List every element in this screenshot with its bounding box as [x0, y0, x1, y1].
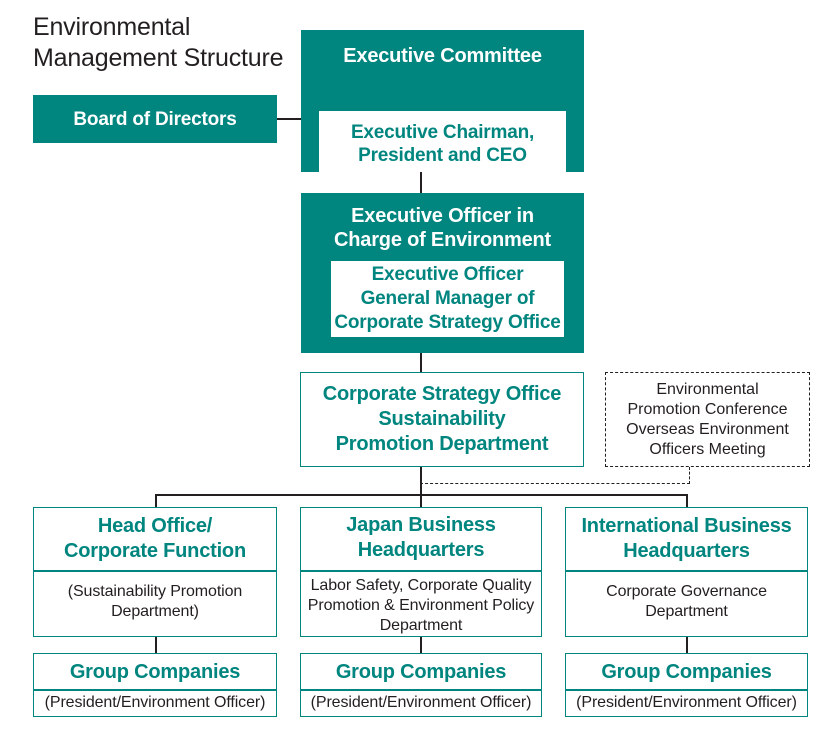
connector-dashed-conference-horizontal [420, 483, 690, 484]
executive-committee-inner-box[interactable]: Executive Chairman, President and CEO [319, 111, 566, 177]
node-corporate-strategy-office[interactable]: Corporate Strategy Office Sustainability… [300, 372, 584, 467]
node-executive-committee[interactable]: Executive Committee Executive Chairman, … [301, 30, 584, 177]
environmental-promotion-conference-line-4: Officers Meeting [649, 440, 766, 458]
head-office-divider [34, 570, 276, 572]
international-business-header-line-1: International Business [581, 515, 792, 537]
node-group-companies-international-business[interactable]: Group Companies (President/Environment O… [565, 653, 808, 717]
japan-business-detail: Labor Safety, Corporate Quality Promotio… [307, 577, 535, 634]
group-companies-international-business-divider [566, 689, 807, 691]
node-group-companies-head-office[interactable]: Group Companies (President/Environment O… [33, 653, 277, 717]
connector-drop-international-business [686, 494, 688, 509]
japan-business-divider [301, 570, 541, 572]
executive-officer-inner-line-3: Corporate Strategy Office [334, 312, 561, 333]
international-business-header-block: International Business Headquarters [566, 508, 807, 570]
executive-officer-inner-line-2: General Manager of [360, 288, 535, 309]
environmental-promotion-conference-line-3: Overseas Environment [626, 420, 789, 438]
group-companies-head-office-header: Group Companies [69, 660, 241, 683]
node-group-companies-japan-business[interactable]: Group Companies (President/Environment O… [300, 653, 542, 717]
page-title-line-1: Environmental [33, 13, 191, 41]
corporate-strategy-office-line-3: Promotion Department [335, 433, 549, 455]
group-companies-japan-business-divider [301, 689, 541, 691]
node-head-office-corporate-function[interactable]: Head Office/ Corporate Function (Sustain… [33, 507, 277, 637]
environmental-promotion-conference-line-2: Promotion Conference [627, 400, 788, 418]
executive-officer-header-line-2: Charge of Environment [334, 229, 551, 251]
node-japan-business-headquarters[interactable]: Japan Business Headquarters Labor Safety… [300, 507, 542, 637]
group-companies-head-office-divider [34, 689, 276, 691]
connector-drop-head-office [155, 494, 157, 509]
head-office-header-line-1: Head Office/ [97, 515, 213, 537]
japan-business-header-block: Japan Business Headquarters [301, 508, 541, 568]
node-international-business-headquarters[interactable]: International Business Headquarters Corp… [565, 507, 808, 637]
group-companies-japan-business-detail: (President/Environment Officer) [310, 694, 532, 711]
environmental-promotion-conference-line-1: Environmental [656, 380, 759, 398]
japan-business-header-line-2: Headquarters [357, 539, 485, 561]
connector-exec-committee-to-exec-officer [420, 172, 422, 193]
board-of-directors-label: Board of Directors [73, 108, 237, 130]
international-business-divider [566, 570, 807, 572]
corporate-strategy-office-line-2: Sustainability [378, 408, 506, 430]
executive-officer-inner-box-content[interactable]: Executive Officer General Manager of Cor… [331, 261, 564, 337]
node-board-of-directors[interactable]: Board of Directors [33, 95, 277, 143]
head-office-detail: (Sustainability Promotion Department) [67, 583, 243, 620]
head-office-header-line-2: Corporate Function [64, 540, 246, 562]
group-companies-international-business-header: Group Companies [601, 660, 772, 683]
japan-business-header-line-1: Japan Business [346, 514, 496, 536]
connector-corporate-strategy-stem [420, 467, 422, 495]
connector-drop-japan-business [420, 494, 422, 509]
group-companies-international-business-detail: (President/Environment Officer) [576, 694, 797, 711]
page-title: Environmental Management Structure [33, 12, 303, 74]
group-companies-head-office-detail: (President/Environment Officer) [44, 694, 266, 711]
executive-committee-inner-line-1: Executive Chairman, [350, 122, 535, 143]
executive-committee-inner-line-2: President and CEO [358, 145, 527, 166]
group-companies-japan-business-header-block: Group Companies [301, 654, 541, 689]
connector-head-office-to-group [155, 637, 157, 653]
connector-board-to-exec-committee [277, 118, 301, 120]
page-title-line-2: Management Structure [33, 44, 284, 72]
head-office-header-block: Head Office/ Corporate Function [34, 508, 276, 570]
executive-committee-header: Executive Committee [343, 45, 542, 67]
executive-officer-inner-line-1: Executive Officer [371, 264, 524, 285]
connector-exec-officer-to-corporate-strategy [420, 353, 422, 372]
node-environmental-promotion-conference[interactable]: Environmental Promotion Conference Overs… [605, 372, 810, 467]
international-business-header-line-2: Headquarters [623, 540, 750, 562]
connector-dashed-conference-vertical [689, 467, 690, 484]
connector-japan-business-to-group [420, 637, 422, 653]
corporate-strategy-office-line-1: Corporate Strategy Office [322, 383, 562, 405]
group-companies-international-business-header-block: Group Companies [566, 654, 807, 689]
executive-officer-header: Executive Officer in [351, 205, 534, 227]
group-companies-head-office-header-block: Group Companies [34, 654, 276, 689]
connector-international-business-to-group [686, 637, 688, 653]
international-business-detail: Corporate Governance Department [606, 583, 767, 620]
group-companies-japan-business-header: Group Companies [335, 660, 507, 683]
